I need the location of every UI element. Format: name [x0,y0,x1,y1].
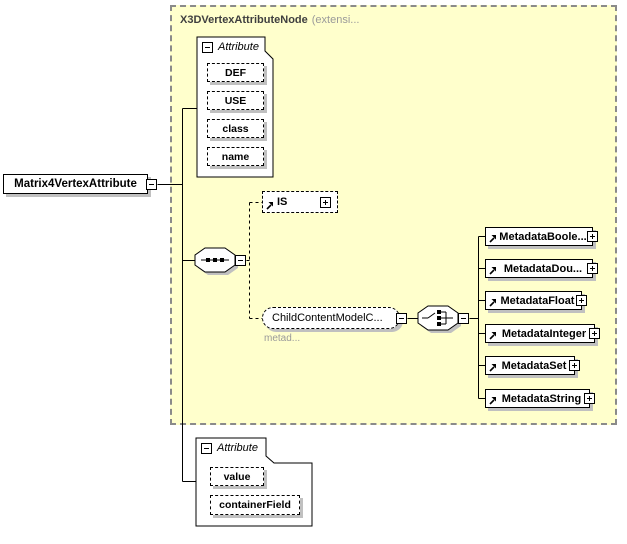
reference-arrow-icon [489,299,496,307]
extension-header: X3DVertexAttributeNode(extensi... [180,14,359,26]
element-label: MetadataInteger [501,327,587,340]
element-matrix4vertexattribute[interactable]: Matrix4VertexAttribute [3,174,148,194]
group-childcontentmodel[interactable]: ChildContentModelC... [262,307,400,329]
element-metadatastring[interactable]: MetadataString [485,389,595,408]
reference-arrow-icon [489,267,496,275]
attribute-name[interactable]: name [207,147,264,166]
element-metadatadouble[interactable]: MetadataDou... [485,259,598,278]
collapse-minus-icon[interactable] [235,255,246,266]
attribute-def[interactable]: DEF [207,63,264,82]
element-label: MetadataString [501,392,582,405]
element-label: MetadataDou... [503,262,583,275]
collapse-minus-icon[interactable] [201,443,212,454]
extension-title: X3DVertexAttributeNode [180,14,308,26]
element-metadatainteger[interactable]: MetadataInteger [485,324,600,343]
reference-arrow-icon [489,397,496,405]
collapse-minus-icon[interactable] [146,179,157,190]
reference-arrow-icon [266,202,273,210]
attribute-group-bottom-label: Attribute [217,442,258,454]
collapse-minus-icon[interactable] [396,313,407,324]
attribute-value[interactable]: value [210,467,264,486]
element-metadatafloat[interactable]: MetadataFloat [485,291,587,310]
expand-plus-icon[interactable] [569,360,580,371]
attribute-containerfield[interactable]: containerField [210,495,300,515]
element-label: MetadataFloat [500,294,575,307]
attribute-group-top-label: Attribute [218,41,259,53]
attribute-class[interactable]: class [207,119,264,138]
is-label: IS [277,196,288,208]
element-metadataboolean[interactable]: MetadataBoole... [485,227,598,246]
expand-plus-icon[interactable] [576,295,587,306]
element-label: MetadataSet [501,359,567,372]
expand-plus-icon[interactable] [587,263,598,274]
element-metadataset[interactable]: MetadataSet [485,356,580,375]
expand-plus-icon[interactable] [320,197,331,208]
element-is[interactable]: IS [262,191,338,213]
reference-arrow-icon [489,235,496,243]
extension-subtitle: (extensi... [311,14,360,26]
childcontentmodel-label: ChildContentModelC... [272,312,383,324]
expand-plus-icon[interactable] [589,328,600,339]
reference-arrow-icon [489,364,496,372]
expand-plus-icon[interactable] [587,231,598,242]
expand-plus-icon[interactable] [584,393,595,404]
reference-arrow-icon [489,332,496,340]
attribute-use[interactable]: USE [207,91,264,110]
childcontentmodel-annotation: metad... [264,333,301,344]
element-label: MetadataBoole... [499,230,587,243]
root-element-label: Matrix4VertexAttribute [14,178,137,190]
collapse-minus-icon[interactable] [458,313,469,324]
collapse-minus-icon[interactable] [202,42,213,53]
